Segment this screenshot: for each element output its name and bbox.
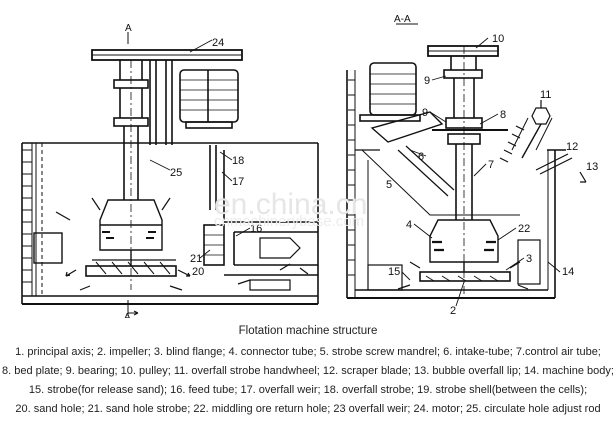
leader-lines <box>149 37 561 307</box>
section-mark-a-a: A-A <box>394 14 411 25</box>
label-11: 11 <box>540 89 551 101</box>
label-6: 6 <box>418 151 424 163</box>
legend-line-4: 20. sand hole; 21. sand hole strobe; 22.… <box>15 403 601 415</box>
label-10: 10 <box>492 33 504 45</box>
right-impeller-assembly <box>397 219 529 290</box>
watermark: en.china.cn cnmachinerybase.com <box>214 188 367 230</box>
label-14: 14 <box>562 266 574 278</box>
label-2: 2 <box>450 305 456 317</box>
label-7: 7 <box>488 159 494 171</box>
flotation-machine-drawing: A A A-A 24 25 18 17 16 21 20 10 9 9 8 6 … <box>21 14 598 318</box>
label-20: 20 <box>192 266 204 278</box>
label-16: 16 <box>250 223 262 235</box>
label-15: 15 <box>388 266 400 278</box>
label-22: 22 <box>518 223 530 235</box>
label-9-top: 9 <box>424 75 430 87</box>
left-impeller-assembly <box>85 199 177 277</box>
watermark-text: en.china.cn <box>214 188 367 221</box>
right-handwheel <box>511 100 553 159</box>
right-sectional-view <box>346 23 587 300</box>
label-13: 13 <box>586 161 598 173</box>
right-principal-axis <box>432 46 508 300</box>
label-12: 12 <box>566 141 578 153</box>
right-pulley <box>427 45 499 57</box>
section-mark-a-top: A <box>125 23 132 34</box>
left-motor <box>179 69 239 129</box>
left-secondary-shaft <box>149 60 173 145</box>
label-9-mid: 9 <box>422 107 428 119</box>
legend-line-1: 1. principal axis; 2. impeller; 3. blind… <box>15 346 601 358</box>
figure-title: Flotation machine structure <box>238 325 378 337</box>
right-scraper-blade <box>499 125 587 183</box>
section-mark-a-bottom: A <box>124 312 131 318</box>
watermark-subtext: cnmachinerybase.com <box>214 213 364 230</box>
left-tank-body <box>21 142 319 305</box>
label-5: 5 <box>386 179 392 191</box>
left-section-line <box>127 32 139 316</box>
left-principal-axis <box>113 60 149 290</box>
legend-line-2: 8. bed plate; 9. bearing; 10. pulley; 11… <box>2 365 614 377</box>
right-motor <box>359 62 421 122</box>
label-21: 21 <box>190 253 202 265</box>
label-4: 4 <box>406 219 412 231</box>
label-25: 25 <box>170 167 182 179</box>
label-18: 18 <box>232 155 244 167</box>
right-intake-tube <box>370 111 455 197</box>
label-17: 17 <box>232 176 244 188</box>
left-sectional-view <box>21 32 319 316</box>
left-feed-tube-group <box>203 145 318 291</box>
label-8: 8 <box>500 109 506 121</box>
left-flow-arrows <box>55 197 191 291</box>
part-labels: A A A-A 24 25 18 17 16 21 20 10 9 9 8 6 … <box>124 14 598 318</box>
legend-line-3: 15. strobe(for release sand); 16. feed t… <box>28 384 588 396</box>
label-24: 24 <box>212 37 224 49</box>
left-pulley <box>91 49 243 61</box>
label-3: 3 <box>526 253 532 265</box>
